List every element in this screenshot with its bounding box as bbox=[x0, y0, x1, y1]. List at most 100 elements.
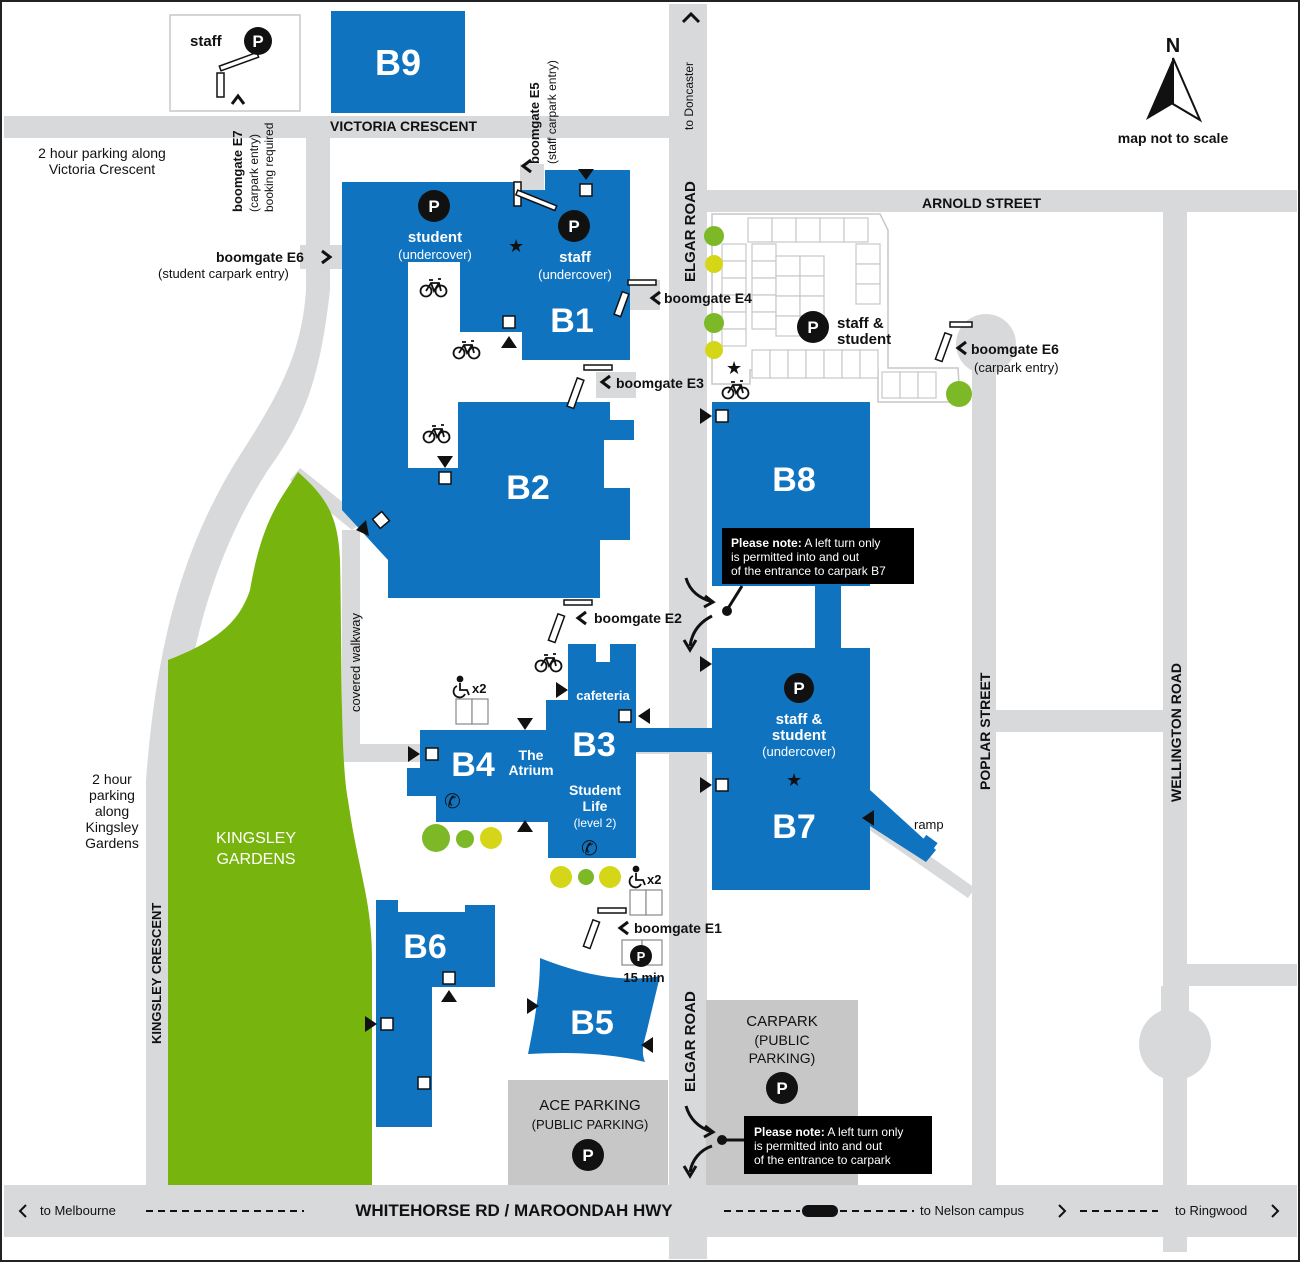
b1-student-label: student bbox=[408, 229, 462, 246]
note-b7 bbox=[722, 528, 914, 584]
kingsley-parking-line: Kingsley bbox=[86, 819, 139, 835]
road-arnold: ARNOLD STREET bbox=[922, 195, 1041, 211]
parking-glyph: P bbox=[793, 679, 804, 698]
road-wellington: WELLINGTON ROAD bbox=[1168, 663, 1184, 802]
covered-walkway-label: covered walkway bbox=[348, 613, 363, 712]
note-b7-line1: A left turn only bbox=[802, 536, 881, 550]
b1-student-sub: (undercover) bbox=[398, 247, 472, 262]
scale-note: map not to scale bbox=[1118, 130, 1229, 146]
boomgate-e2-label: boomgate E2 bbox=[594, 610, 682, 626]
kingsley-parking-line: 2 hour bbox=[92, 771, 132, 787]
building-b7-label: B7 bbox=[772, 808, 815, 846]
student-life-label-1: Student bbox=[569, 782, 621, 798]
boomgate-e6-west-sub: (student carpark entry) bbox=[158, 266, 289, 281]
b1-staff-sub: (undercover) bbox=[538, 267, 612, 282]
note-carpark-line1: A left turn only bbox=[825, 1125, 904, 1139]
road-to-doncaster: to Doncaster bbox=[682, 62, 696, 130]
student-life-label-2: Life bbox=[583, 798, 608, 814]
median-icon bbox=[802, 1205, 838, 1217]
trees bbox=[422, 226, 972, 888]
boomgate-e3-label: boomgate E3 bbox=[616, 375, 704, 391]
boomgate-e7-sub-1: (carpark entry) bbox=[247, 134, 261, 212]
note-b7-bold: Please note: bbox=[731, 536, 802, 550]
b7-lot-sub: (undercover) bbox=[762, 744, 836, 759]
boomgate-e7-sub-2: booking required bbox=[262, 123, 276, 212]
atrium-label-2: Atrium bbox=[508, 762, 553, 778]
cafeteria-label: cafeteria bbox=[576, 688, 630, 703]
whitehorse-centerline bbox=[18, 1204, 1280, 1218]
parking-markers bbox=[244, 27, 829, 1171]
note-carpark-line2: is permitted into and out bbox=[754, 1139, 883, 1153]
svg-text:★: ★ bbox=[508, 236, 524, 257]
road-to-nelson: to Nelson campus bbox=[920, 1203, 1025, 1218]
svg-text:Please note: A left turn only: Please note: A left turn only bbox=[754, 1125, 903, 1139]
compass-north: N bbox=[1166, 35, 1180, 57]
building-b2-label: B2 bbox=[506, 469, 549, 507]
kingsley-parking-line: along bbox=[95, 803, 129, 819]
parking-glyph: P bbox=[568, 217, 579, 236]
left-turn-arrows bbox=[682, 577, 744, 1179]
parking-glyph: P bbox=[807, 318, 818, 337]
parking-glyph: P bbox=[428, 197, 439, 216]
building-b6 bbox=[376, 900, 495, 1127]
fifteen-min-bays bbox=[455, 698, 663, 966]
road-to-melbourne: to Melbourne bbox=[40, 1203, 116, 1218]
boomgate-e6-east-label: boomgate E6 bbox=[971, 341, 1059, 357]
building-b1-label: B1 bbox=[550, 302, 593, 340]
parking-glyph: P bbox=[582, 1146, 593, 1165]
buildings bbox=[331, 11, 936, 1127]
ramp-label: ramp bbox=[914, 817, 944, 832]
ace-label-1: ACE PARKING bbox=[539, 1097, 640, 1114]
parking-glyph: P bbox=[776, 1079, 787, 1098]
staff-top-label: staff bbox=[190, 33, 223, 50]
note-b7-line2: is permitted into and out bbox=[731, 550, 860, 564]
b1-staff-label: staff bbox=[559, 249, 592, 266]
entrances bbox=[356, 169, 874, 1090]
boomgate-e1-label: boomgate E1 bbox=[634, 920, 722, 936]
svg-text:Please note: A left turn only: Please note: A left turn only bbox=[731, 536, 880, 550]
accessible-b4-count: x2 bbox=[472, 681, 486, 696]
arnold-lot-label-2: student bbox=[837, 331, 891, 348]
kingsley-gardens bbox=[168, 472, 372, 1185]
svg-text:★: ★ bbox=[786, 770, 802, 791]
road-whitehorse: WHITEHORSE RD / MAROONDAH HWY bbox=[355, 1201, 673, 1220]
building-b8-label: B8 bbox=[772, 461, 815, 499]
ace-label-2: (PUBLIC PARKING) bbox=[532, 1117, 649, 1132]
accessible-b3-count: x2 bbox=[647, 872, 661, 887]
building-b7 bbox=[712, 648, 936, 890]
boomgate-e5-label: boomgate E5 bbox=[527, 82, 542, 164]
boomgate-e6-east-sub: (carpark entry) bbox=[974, 360, 1059, 375]
note-carpark-line3: of the entrance to carpark bbox=[754, 1153, 892, 1167]
road-kingsley: KINGSLEY CRESCENT bbox=[149, 903, 164, 1044]
boomgate-e6-west-label: boomgate E6 bbox=[216, 249, 304, 265]
boomgate-e4-label: boomgate E4 bbox=[664, 290, 752, 306]
boomgate-e5-sub: (staff carpark entry) bbox=[545, 60, 559, 164]
north-arrow-icon bbox=[1146, 57, 1203, 123]
parking-glyph: P bbox=[252, 32, 263, 51]
carpark-label-2: (PUBLIC bbox=[754, 1032, 809, 1048]
b7-lot-label-2: student bbox=[772, 727, 826, 744]
road-elgar-top: ELGAR ROAD bbox=[682, 181, 699, 282]
victoria-parking-2: Victoria Crescent bbox=[49, 161, 155, 177]
building-b9-label: B9 bbox=[375, 42, 421, 83]
note-carpark bbox=[744, 1116, 932, 1174]
building-b3-b4 bbox=[407, 644, 636, 858]
atrium-label-1: The bbox=[519, 747, 544, 763]
kingsley-gardens-label-1: KINGSLEY bbox=[216, 830, 296, 847]
student-life-label-3: (level 2) bbox=[574, 816, 617, 830]
carpark-label-1: CARPARK bbox=[746, 1013, 817, 1030]
phone-icon: ✆ bbox=[444, 789, 461, 813]
stars: ★★★ bbox=[508, 236, 802, 791]
building-b5 bbox=[528, 958, 660, 1062]
arnold-lot-label-1: staff & bbox=[837, 315, 884, 332]
building-b6-label: B6 bbox=[403, 928, 446, 966]
victoria-parking-1: 2 hour parking along bbox=[38, 145, 166, 161]
accessible-icons bbox=[452, 675, 646, 889]
building-b3-label: B3 bbox=[572, 726, 615, 764]
carpark-label-3: PARKING) bbox=[749, 1050, 816, 1066]
road-elgar-bottom: ELGAR ROAD bbox=[682, 991, 699, 1092]
kingsley-gardens-label-2: GARDENS bbox=[216, 851, 295, 868]
kingsley-parking-line: parking bbox=[89, 787, 135, 803]
building-b5-label: B5 bbox=[570, 1004, 613, 1042]
